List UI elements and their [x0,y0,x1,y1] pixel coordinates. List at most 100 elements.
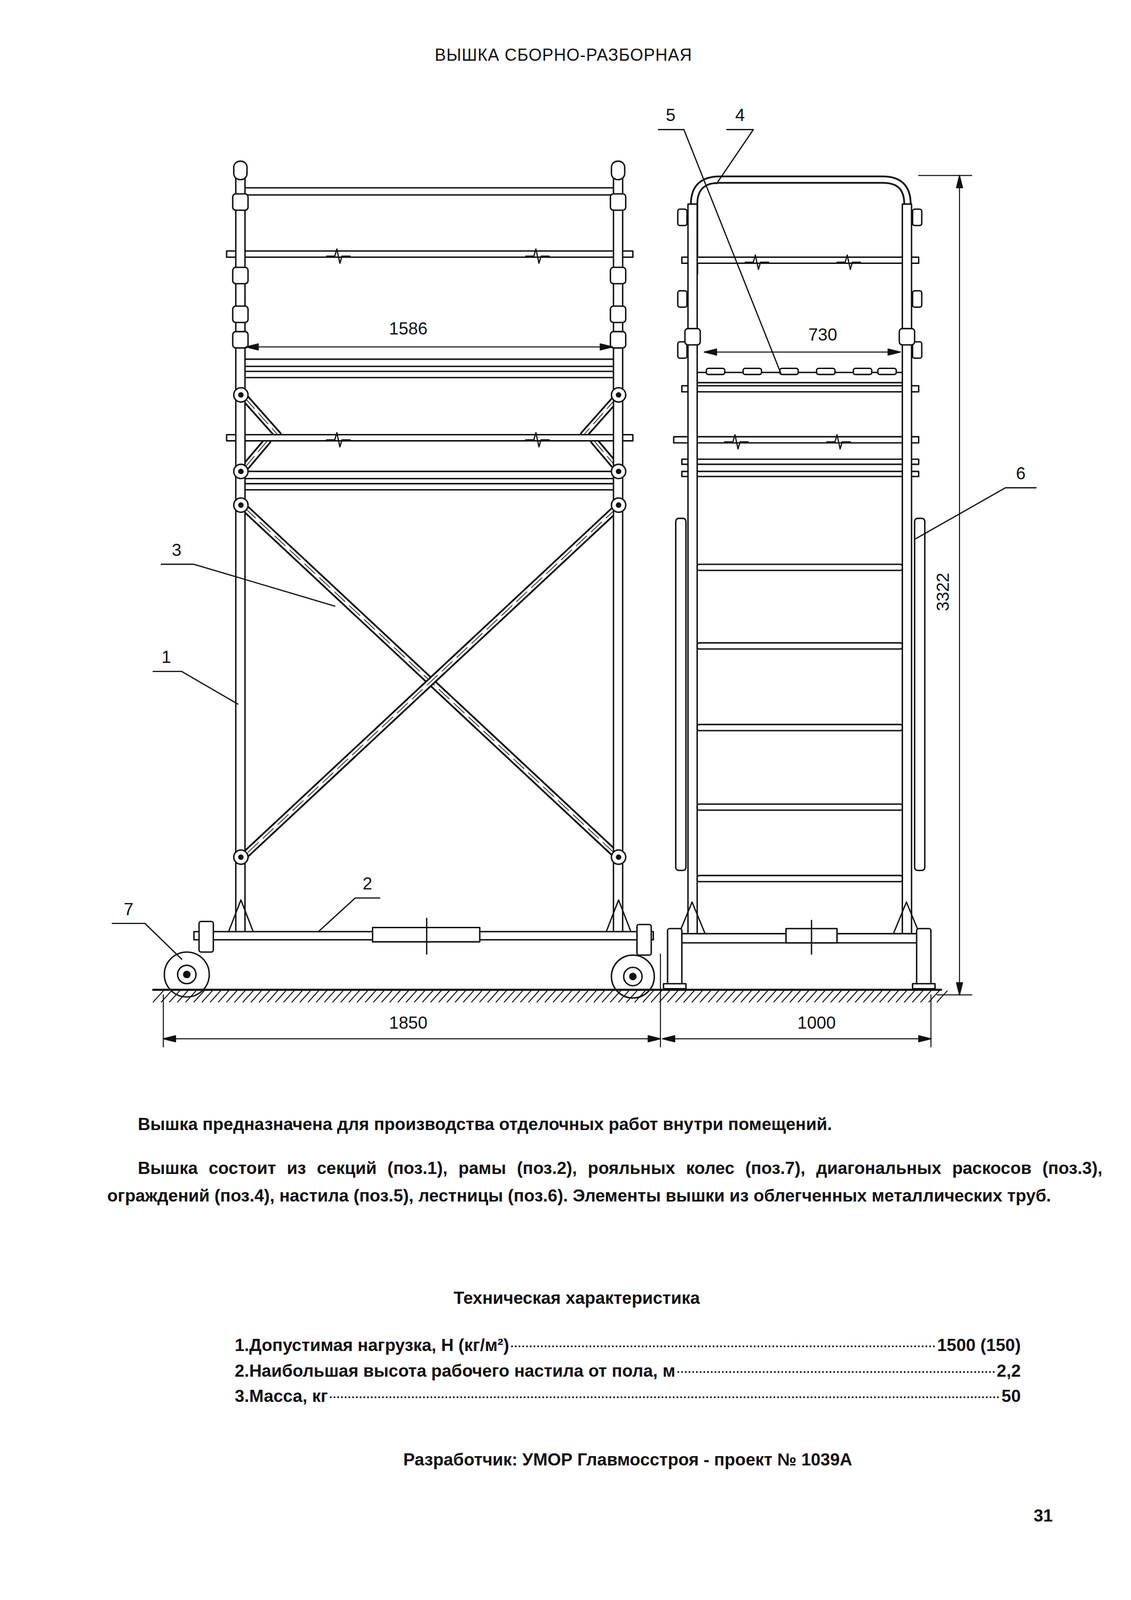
post-cap [233,161,247,180]
coupling [610,331,626,349]
ground-hatch [643,990,654,1003]
ground-hatch [740,990,752,1003]
ground-hatch [455,990,466,1003]
ground-hatch [814,990,826,1003]
ladder-rung [697,564,903,571]
ground-hatch [283,990,294,1003]
ground-hatch [667,990,678,1003]
leader-line [153,671,238,705]
ground-hatch [185,990,197,1003]
ground-hatch [896,990,907,1003]
ground-hatch [267,990,278,1003]
ground-hatch [316,990,327,1003]
spec-row: 3.Масса, кг50 [234,1386,1021,1407]
rail [682,459,919,465]
hinge-pin [616,469,621,474]
rail [682,256,919,264]
dimension-line [246,346,613,348]
ground-hatch [683,990,695,1003]
ladder-rung [697,724,903,731]
ground-hatch [782,990,793,1003]
coupling [232,331,249,349]
ground-hatch [381,990,392,1003]
ground-hatch [406,990,417,1003]
leader-line [161,564,335,607]
label-wrap-drawing: 6 [1014,463,1028,484]
spec-value: 50 [1001,1386,1021,1407]
platform-rail [239,371,620,378]
extension-line [937,994,972,996]
diagonal-brace [244,508,617,856]
ground-hatch [822,990,833,1003]
ground-hatch [577,990,589,1003]
ground-hatch [561,990,572,1003]
ground-hatch [471,990,482,1003]
hinge-pin [238,469,243,474]
tower-illustration [112,129,1036,1047]
ground-hatch [691,990,703,1003]
dot-leader [511,1345,936,1348]
break-mark [724,434,748,450]
deck-plank [706,368,725,375]
brace [244,398,278,435]
ground-hatch [479,990,491,1003]
ground-hatch [177,990,188,1003]
coupling [899,328,915,345]
callout-number: 5 [663,105,678,126]
arrowhead [647,1035,661,1042]
clamp [912,209,922,226]
ladder-rung [697,803,903,811]
ground-hatch [259,990,270,1003]
deck-plank [743,368,762,375]
dot-leader [329,1396,1000,1399]
ground-hatch [716,990,727,1003]
rail [682,471,919,477]
hinge [233,497,249,513]
ground-hatch [487,990,498,1003]
brace [583,398,617,435]
ground-hatch [218,990,229,1003]
coupling [232,305,249,323]
label-wrap-drawing: 2 [360,873,375,895]
ground-hatch [839,990,850,1003]
callout-number: 7 [121,899,136,920]
ground-hatch [847,990,858,1003]
break-mark [837,255,861,270]
extension-line [918,175,973,177]
ground-hatch [553,990,564,1003]
side-plate [914,518,925,871]
hinge [611,387,626,403]
description-paragraph: Вышка состоит из секций (поз.1), рамы (п… [106,1154,1103,1210]
break-mark [745,255,769,270]
ground-hatch [463,990,474,1003]
deck [697,372,904,383]
label-wrap-text: Вышка предназначена для производства отд… [106,1110,1103,1139]
label-wrap-drawing: 3 [170,540,184,561]
rail [239,483,620,490]
clamp [677,291,688,308]
hinge-pin [238,503,243,508]
ground-hatch [291,990,303,1003]
ground-hatch [193,990,205,1003]
hinge [611,497,626,513]
ground-hatch [912,990,923,1003]
arrowhead [704,348,717,356]
ground-hatch [299,990,311,1003]
ground-hatch [545,990,556,1003]
brace [244,441,268,468]
arrowhead [918,1035,932,1042]
hinge-pin [616,392,621,398]
dimension-value: 1000 [795,1012,838,1034]
page-number: 31 [1033,1505,1053,1527]
label-wrap-text: 31 [1033,1505,1053,1527]
brace [244,441,268,468]
support-jack [916,928,932,989]
castor-hub [629,973,636,980]
ground-hatch [169,990,180,1003]
spec-row: 1.Допустимая нагрузка, Н (кг/м²)1500 (15… [234,1335,1021,1356]
diagonal-brace [244,508,617,856]
leader-line [915,487,1037,539]
leader-line [318,897,380,932]
arrowhead [956,175,963,188]
ground-hatch [332,990,343,1003]
